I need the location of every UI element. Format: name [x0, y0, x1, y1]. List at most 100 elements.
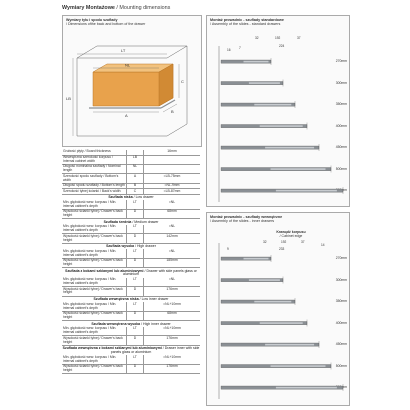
spec-row: Min. głębokość wew. korpusu / Min. inter… — [62, 249, 200, 259]
page-title-sub: / Mounting dimensions — [114, 5, 171, 11]
spec-label: Wysokość ścianki tylnej / Drawer's back … — [63, 364, 123, 372]
spec-label: Wysokość ścianki tylnej / Drawer's back … — [63, 209, 123, 218]
slide-inner-member — [265, 343, 315, 346]
spec-symbol: D — [126, 336, 143, 345]
drawer-side — [158, 63, 174, 107]
spec-label: Wewnętrzna szerokość korpusu / Internal … — [63, 154, 113, 163]
spec-label: Szerokość tylnej ścianki / Back's width — [63, 188, 121, 193]
spec-symbol: LT — [126, 200, 143, 209]
spec-symbol: D — [126, 209, 143, 219]
spec-value: 185mm — [143, 258, 200, 268]
dimension-label: 16 — [227, 48, 231, 52]
slide-inner-member — [270, 365, 326, 367]
dimension-label: 192 — [275, 36, 281, 40]
slide-inner-member — [259, 322, 303, 324]
spec-value: 142mm — [143, 234, 200, 243]
slide-inner-member — [254, 103, 292, 106]
spec-value: =NL+10mm — [143, 326, 200, 336]
spec-value: =NL+10mm — [143, 302, 200, 311]
spec-value: 68mm — [143, 209, 200, 219]
spec-label: Grubość płyty / Board thickness — [63, 149, 111, 154]
spec-value: =NL — [143, 224, 200, 234]
slide-length-label: 400mm — [335, 320, 347, 325]
spec-section-title: Szuflada niska — [108, 195, 133, 200]
spec-symbol: C — [126, 189, 143, 194]
spec-symbol: LT — [126, 249, 143, 258]
spec-label: Min. głębokość wew. korpusu / Min. inter… — [63, 199, 117, 208]
slide-length-label: 400mm — [335, 123, 347, 128]
spec-label: Wysokość ścianki tylnej / Drawer's back … — [63, 311, 123, 319]
label-nl: NL — [125, 63, 131, 68]
slide-inner-member — [270, 168, 326, 170]
spec-label: Min. głębokość wew. korpusu / Min. inter… — [63, 224, 117, 233]
spec-row: Wysokość ścianki tylnej / Drawer's back … — [62, 258, 200, 269]
panel-inner-drawers: Montaż prowadnic - szuflady wewnętrzne /… — [206, 212, 350, 406]
spec-symbol: NL — [126, 164, 143, 174]
cabinet-edge-label: Krawędź korpusu / Cabinet edge — [269, 230, 313, 238]
spec-row: Szerokość tylnej ścianki / Back's width C… — [62, 189, 200, 195]
slide-inner-member — [275, 189, 337, 192]
dimension-label: 233 — [279, 247, 285, 251]
cabinet-edge-main: Krawędź korpusu — [276, 230, 306, 234]
dimension-label: 192 — [281, 240, 287, 244]
spec-label: Długość spodu szuflady / Bottom's length — [63, 183, 125, 188]
spec-label: Wysokość ścianki tylnej / Drawer's back … — [63, 233, 123, 242]
spec-value: 16mm — [143, 150, 200, 155]
slide-inner-member — [265, 146, 315, 149]
spec-section-subtitle: / High drawer — [134, 244, 156, 249]
spec-row: Wysokość ścianki tylnej / Drawer's back … — [62, 311, 200, 322]
spec-symbol: D — [126, 287, 143, 296]
page-title-main: Wymiary Montażowe — [62, 5, 115, 11]
spec-value: =NL+10mm — [143, 355, 200, 364]
cabinet-outline — [76, 45, 188, 137]
spec-section-heading: Szuflada wewnętrzna z bokami szklanymi l… — [62, 346, 200, 356]
spec-label: Długość nominalna szuflady / Nominal len… — [63, 164, 121, 173]
label-b: B — [171, 109, 174, 114]
dimension-label: 14 — [321, 243, 325, 247]
slide-length-label: 270mm — [335, 59, 347, 63]
spec-section-heading: Szuflada średnia / Medium drawer — [62, 219, 200, 225]
spec-row: Szerokość spodu szuflady / Bottom's widt… — [62, 174, 200, 184]
spec-row: Min. głębokość wew. korpusu / Min. inter… — [62, 326, 200, 337]
slide-inner-member — [275, 386, 337, 389]
runner-right — [160, 99, 176, 109]
label-a: A — [125, 113, 128, 118]
page-title: Wymiary Montażowe / Mounting dimensions — [62, 5, 170, 11]
spec-symbol: LT — [126, 302, 143, 311]
spec-symbol: D — [126, 258, 143, 268]
panel-standard-title: Montaż prowadnic - szuflady standardowe … — [210, 18, 284, 27]
spec-value: 176mm — [143, 364, 200, 374]
spec-row: Długość spodu szuflady / Bottom's length… — [62, 183, 200, 190]
spec-symbol: D — [126, 364, 143, 374]
spec-row: Wysokość ścianki tylnej / Drawer's back … — [62, 364, 200, 375]
spec-symbol: LT — [126, 326, 143, 336]
spec-section-subtitle: / Drawer with side panels glass or alumi… — [123, 268, 197, 277]
slide-length-label: 350mm — [335, 102, 347, 106]
spec-label: Wysokość ścianki tylnej / Drawer's back … — [63, 335, 123, 344]
spec-symbol: B — [126, 183, 143, 189]
spec-section-title: Szuflada wysoka — [106, 244, 135, 249]
drawer-dimension-drawing: Wymiary tyłu i spodu szuflady / Dimensio… — [62, 15, 202, 147]
spec-section-heading: Szuflada wewnętrzna niska / Low inner dr… — [62, 297, 200, 303]
slide-inner-member — [243, 257, 269, 260]
spec-label: Min. głębokość wew. korpusu / Min. inter… — [63, 277, 117, 286]
spec-row: Min. głębokość wew. korpusu / Min. inter… — [62, 224, 200, 235]
spec-section-title: Szuflada wewnętrzna z bokami szklanymi l… — [62, 346, 162, 351]
dimension-label: 224 — [279, 44, 285, 48]
spec-label: Min. głębokość wew. korpusu / Min. inter… — [63, 326, 117, 335]
dimension-label: 9 — [227, 247, 229, 251]
slide-length-label: 270mm — [335, 256, 347, 260]
spec-label: Min. głębokość wew. korpusu / Min. inter… — [63, 301, 117, 310]
spec-symbol: LT — [126, 277, 143, 287]
slide-length-label: 300mm — [335, 80, 347, 85]
drawer-illustration: LT NL LB A B C — [66, 45, 188, 137]
spec-value — [143, 155, 200, 164]
spec-row: Min. głębokość wew. korpusu / Min. inter… — [62, 199, 200, 210]
spec-row: Min. głębokość wew. korpusu / Min. inter… — [62, 301, 200, 312]
slide-length-label: 500mm — [335, 363, 347, 368]
drawing-caption-sub: / Dimensions ofthe back and bottom of th… — [66, 22, 146, 27]
panel-inner-title-main: Montaż prowadnic - szuflady wewnętrzne — [210, 215, 283, 219]
cabinet-top-edge-left — [76, 45, 98, 59]
